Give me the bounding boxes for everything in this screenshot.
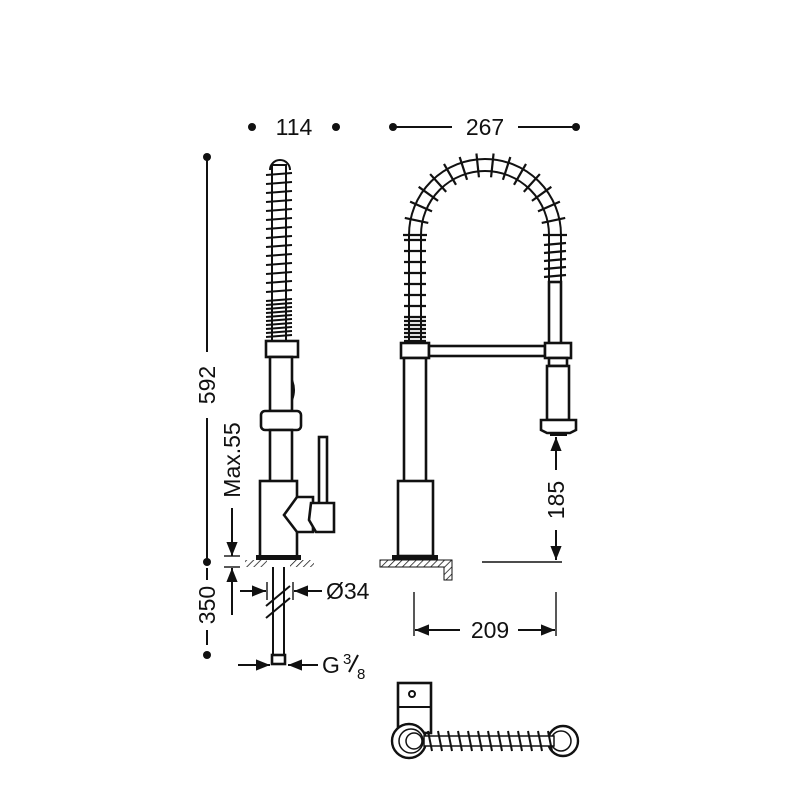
spring-coil (418, 185, 439, 202)
spout-reach-label: 209 (471, 617, 509, 643)
hole-diameter-label: Ø34 (326, 578, 370, 604)
spring-coil (489, 153, 495, 178)
spring-coil (475, 153, 481, 178)
spring-coil (265, 322, 293, 326)
faucet-side-view (245, 159, 336, 666)
spring-coil (501, 156, 512, 181)
spring-coil (543, 265, 567, 271)
spring-coil (265, 302, 293, 306)
dimension-max-deck: Max.55 (219, 422, 245, 615)
spring-coil (265, 253, 293, 257)
faucet-top-view (390, 681, 580, 760)
spring-coil (497, 730, 503, 752)
spring-coil (265, 271, 293, 275)
spring-coil (547, 730, 553, 752)
spring-coil (265, 310, 293, 314)
spring-coil (522, 173, 541, 193)
faucet-front-view (379, 153, 578, 581)
spring-coil (513, 163, 527, 186)
spring-coil (467, 730, 473, 752)
spring-coil (457, 730, 463, 752)
spring-coil (265, 181, 293, 185)
spring-coil (265, 298, 293, 302)
dimension-spout-clearance: 185 (482, 437, 569, 563)
spout-clearance-label: 185 (543, 481, 569, 519)
spring-coil (265, 326, 293, 330)
spring-coil (265, 330, 293, 334)
total-height-label: 592 (194, 366, 220, 404)
front-width-label: 267 (466, 114, 504, 140)
spring-coil (477, 730, 483, 752)
spring-coil (427, 730, 433, 752)
spring-coil (527, 730, 533, 752)
spring-coil (409, 200, 433, 213)
spring-coil (543, 249, 567, 255)
spring-coil (443, 163, 457, 186)
hose-length-label: 350 (194, 586, 220, 624)
spring-coil (265, 314, 293, 318)
dimension-total-height: 592 (194, 153, 220, 566)
spring-coil (507, 730, 513, 752)
spring-coil (543, 273, 567, 279)
side-width-label: 114 (276, 114, 313, 140)
connection-prefix: G (322, 652, 340, 678)
spring-coil (487, 730, 493, 752)
spring-coil (429, 173, 448, 193)
spring-coil (265, 244, 293, 248)
spring-coil (265, 289, 293, 293)
spring-coil (543, 241, 567, 247)
spring-coil (537, 200, 561, 213)
spring-coil (265, 190, 293, 194)
spring-coil (265, 208, 293, 212)
connection-numerator: 3 (343, 651, 351, 668)
max-deck-label: Max.55 (219, 422, 245, 497)
spring-coil (265, 217, 293, 221)
spring-coil (265, 235, 293, 239)
dimension-front-width: 267 (389, 114, 580, 140)
spring-coil (517, 730, 523, 752)
spring-coil (265, 199, 293, 203)
spring-coil (537, 730, 543, 752)
dimension-hole-diameter: Ø34 (240, 578, 370, 604)
spring-coil (404, 216, 429, 225)
dimension-spout-reach: 209 (413, 592, 557, 643)
spring-coil (541, 216, 566, 225)
dimension-hose-length: 350 (194, 568, 220, 659)
connection-denominator: 8 (357, 666, 365, 683)
spring-coil (447, 730, 453, 752)
spring-coil (458, 156, 469, 181)
spring-coil (265, 306, 293, 310)
dimension-side-width: 114 (248, 114, 340, 140)
spring-coil (265, 280, 293, 284)
spring-coil (543, 257, 567, 263)
spring-coil (265, 262, 293, 266)
spring-coil (265, 172, 293, 176)
spring-coil (437, 730, 443, 752)
spring-coil (265, 226, 293, 230)
dimension-connection-thread: G 3 8 (238, 651, 365, 683)
spring-coil (265, 318, 293, 322)
spring-coil (265, 334, 293, 338)
spring-coil (531, 185, 552, 202)
